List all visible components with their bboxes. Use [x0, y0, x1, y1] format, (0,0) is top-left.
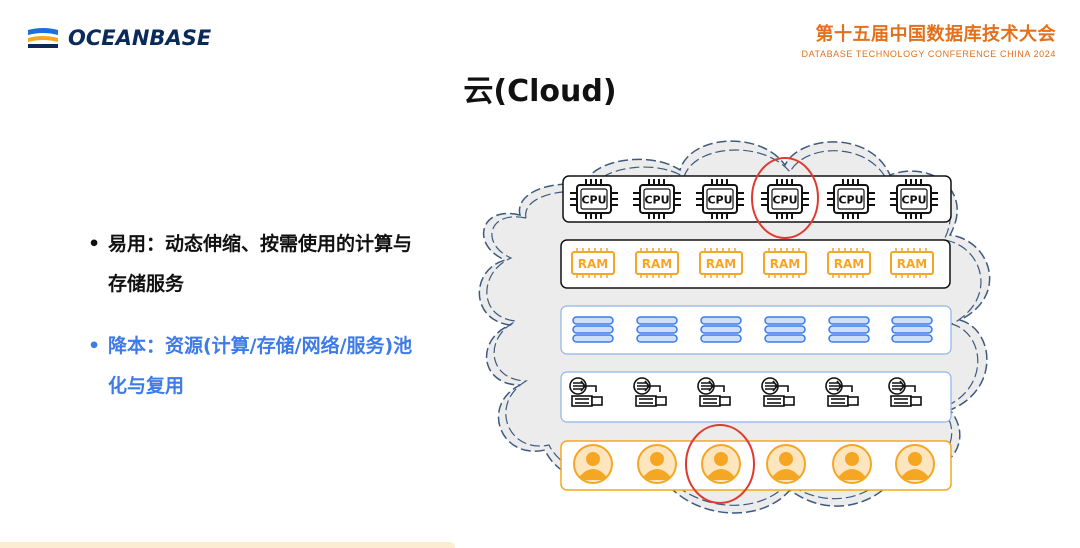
cpu-chip-5: CPU	[826, 178, 876, 220]
ram-label: RAM	[578, 257, 608, 271]
cpu-highlight-circle	[751, 157, 819, 239]
ram-label: RAM	[834, 257, 864, 271]
ram-chip-4: RAM	[763, 247, 807, 279]
cpu-chip-2: CPU	[632, 178, 682, 220]
conference-title: 第十五届中国数据库技术大会	[815, 24, 1056, 45]
oceanbase-logo: OCEANBASE	[26, 26, 211, 50]
ram-label: RAM	[770, 257, 800, 271]
cpu-chip-3: CPU	[695, 178, 745, 220]
logo-text: OCEANBASE	[68, 26, 212, 50]
cpu-layer: CPU CPU CPU CPU CPU CPU	[562, 175, 952, 223]
network-layer	[560, 371, 952, 423]
bullet-item-ease-of-use: • 易用：动态伸缩、按需使用的计算与存储服务	[88, 224, 428, 304]
cpu-label: CPU	[838, 194, 863, 207]
cpu-chip-6: CPU	[889, 178, 939, 220]
storage-icon	[700, 316, 742, 343]
cpu-label: CPU	[707, 194, 732, 207]
storage-icon	[891, 316, 933, 343]
cpu-chip-1: CPU	[569, 178, 619, 220]
footer-accent-bar	[0, 542, 455, 548]
ram-chip-3: RAM	[699, 247, 743, 279]
storage-layer	[560, 305, 952, 355]
bullet-text: 降本：资源(计算/存储/网络/服务)池化与复用	[108, 335, 413, 397]
user-highlight-circle	[685, 424, 755, 504]
user-avatar-icon	[766, 444, 806, 484]
user-avatar-icon	[895, 444, 935, 484]
ram-chip-2: RAM	[635, 247, 679, 279]
cpu-label: CPU	[581, 194, 606, 207]
ram-chip-6: RAM	[890, 247, 934, 279]
user-avatar-icon	[701, 444, 741, 484]
storage-icon	[636, 316, 678, 343]
slide-title: 云(Cloud)	[463, 74, 617, 109]
cpu-label: CPU	[772, 194, 797, 207]
storage-icon	[828, 316, 870, 343]
cpu-label: CPU	[644, 194, 669, 207]
storage-icon	[764, 316, 806, 343]
ram-chip-1: RAM	[571, 247, 615, 279]
user-avatar-icon	[637, 444, 677, 484]
conference-branding: 第十五届中国数据库技术大会 DATABASE TECHNOLOGY CONFER…	[802, 20, 1057, 59]
ram-chip-5: RAM	[827, 247, 871, 279]
ram-label: RAM	[706, 257, 736, 271]
bullet-text: 易用：动态伸缩、按需使用的计算与存储服务	[108, 233, 413, 295]
user-avatar-icon	[573, 444, 613, 484]
bullet-marker: •	[88, 335, 101, 357]
ram-label: RAM	[642, 257, 672, 271]
user-avatar-icon	[832, 444, 872, 484]
bullet-item-cost-reduction: • 降本：资源(计算/存储/网络/服务)池化与复用	[88, 326, 428, 406]
storage-icon	[572, 316, 614, 343]
users-layer	[560, 440, 952, 491]
bullet-marker: •	[88, 233, 101, 255]
oceanbase-logo-icon	[28, 28, 58, 48]
cpu-chip-4: CPU	[760, 178, 810, 220]
conference-subtitle: DATABASE TECHNOLOGY CONFERENCE CHINA 202…	[801, 49, 1056, 59]
ram-label: RAM	[897, 257, 927, 271]
ram-layer: RAM RAM RAM RAM RAM RAM	[560, 239, 951, 289]
cpu-label: CPU	[901, 194, 926, 207]
